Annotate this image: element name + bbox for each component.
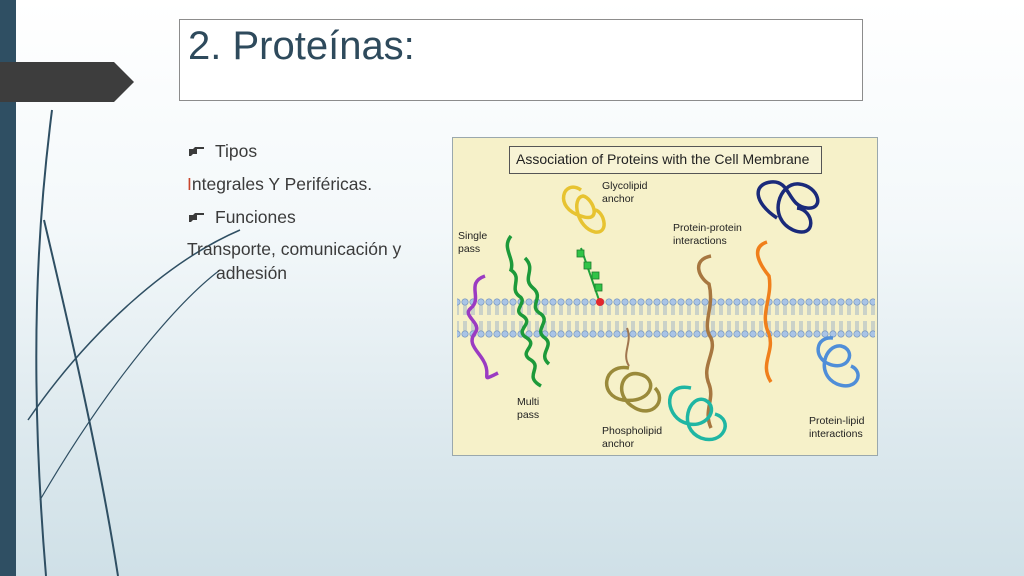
label-line: pass	[517, 409, 540, 421]
figure-title: Association of Proteins with the Cell Me…	[516, 151, 810, 167]
detail-line-2: adhesión	[216, 263, 288, 283]
left-accent-bar	[0, 0, 16, 576]
label-protein-protein: Protein-protein interactions	[673, 222, 742, 248]
label-line: Single	[458, 230, 488, 242]
label-line: Glycolipid	[602, 180, 648, 192]
arrow-tab	[0, 62, 134, 102]
bullet-label-funciones: Funciones	[215, 207, 296, 227]
title-box: 2. Proteínas:	[179, 19, 863, 101]
label-line: anchor	[602, 193, 635, 205]
detail-text-rest: ntegrales Y Periféricas.	[191, 174, 373, 194]
label-line: Protein-lipid	[809, 415, 865, 427]
bullet-detail-functions: Transporte, comunicación y adhesión	[187, 237, 457, 285]
label-line: interactions	[673, 235, 727, 247]
bullet-item-funciones: Funciones	[187, 204, 457, 237]
slide-title: 2. Proteínas:	[188, 24, 415, 68]
label-line: pass	[458, 243, 481, 255]
highlight-initial: I	[187, 174, 192, 194]
label-line: Multi	[517, 396, 540, 408]
bullet-list: Tipos Integrales Y Periféricas. Funcione…	[187, 138, 457, 285]
label-line: interactions	[809, 428, 863, 440]
label-multi-pass: Multi pass	[517, 396, 539, 422]
hand-pointer-icon	[189, 213, 204, 222]
decorative-curves	[27, 109, 241, 576]
label-line: Protein-protein	[673, 222, 742, 234]
label-line: anchor	[602, 438, 635, 450]
label-single-pass: Single pass	[458, 230, 487, 256]
label-glycolipid-anchor: Glycolipid anchor	[602, 180, 648, 206]
label-protein-lipid: Protein-lipid interactions	[809, 415, 864, 441]
membrane-protein-figure: Association of Proteins with the Cell Me…	[452, 137, 878, 456]
figure-title-box: Association of Proteins with the Cell Me…	[509, 146, 822, 174]
membrane-illustration	[457, 180, 875, 442]
hand-pointer-icon	[189, 147, 204, 156]
bullet-detail-types: Integrales Y Periféricas.	[187, 171, 457, 204]
label-phospholipid-anchor: Phospholipid anchor	[602, 425, 662, 451]
bullet-item-tipos: Tipos	[187, 138, 457, 171]
detail-line-1: Transporte, comunicación y	[187, 239, 402, 259]
bullet-label-tipos: Tipos	[215, 141, 258, 161]
label-line: Phospholipid	[602, 425, 663, 437]
